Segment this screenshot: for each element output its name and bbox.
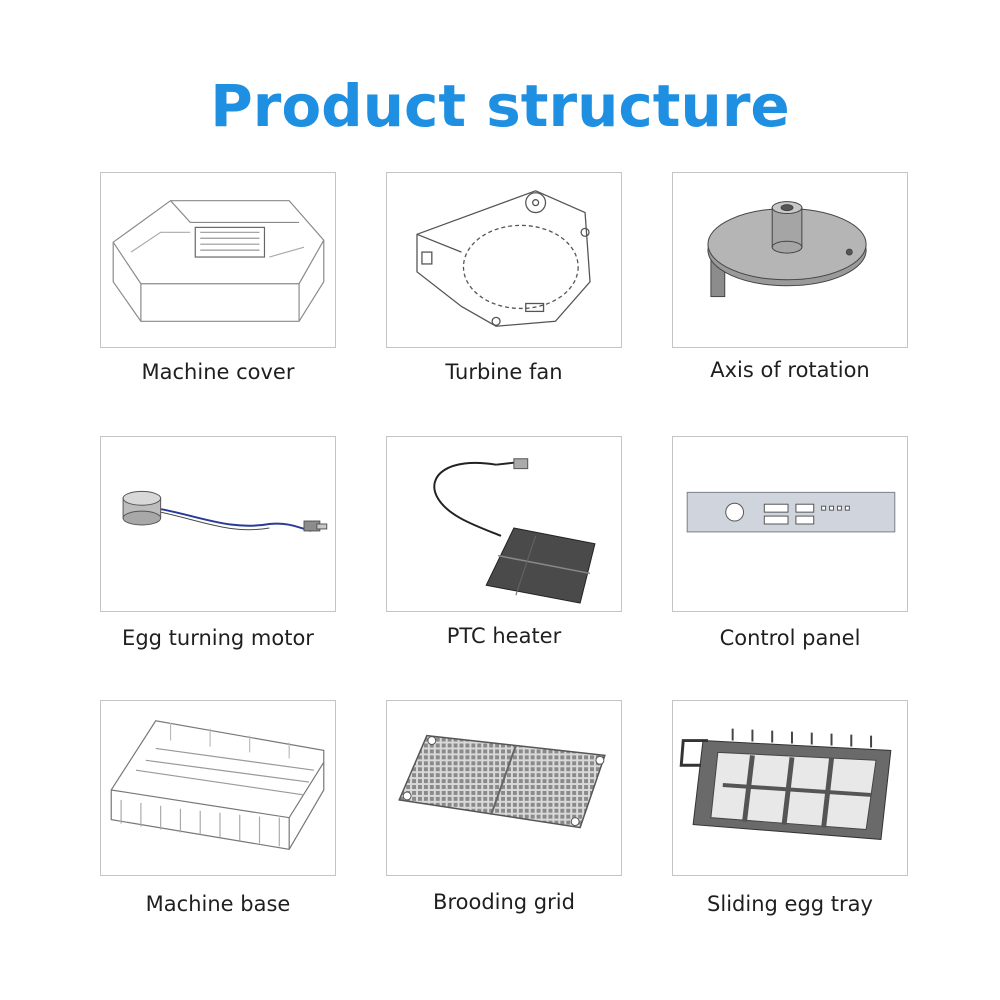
turbine-fan-icon xyxy=(416,190,591,327)
part-label: PTC heater xyxy=(446,624,562,648)
egg-turning-motor-icon xyxy=(122,490,328,532)
control-panel-icon xyxy=(686,491,896,533)
part-label: Axis of rotation xyxy=(710,358,870,382)
part-label: Brooding grid xyxy=(433,890,575,914)
part-card-egg-turning-motor xyxy=(100,436,336,612)
machine-cover-icon xyxy=(112,200,325,322)
part-card-sliding-egg-tray xyxy=(672,700,908,876)
part-card-brooding-grid xyxy=(386,700,622,876)
part-label: Turbine fan xyxy=(445,360,563,384)
part-card-machine-base xyxy=(100,700,336,876)
part-label: Machine cover xyxy=(141,360,295,384)
ptc-heater-icon xyxy=(433,458,596,604)
part-card-turbine-fan xyxy=(386,172,622,348)
page-title: Product structure xyxy=(210,72,790,140)
part-label: Machine base xyxy=(145,892,291,916)
machine-base-icon xyxy=(110,720,325,850)
brooding-grid-icon xyxy=(398,734,606,829)
part-label: Egg turning motor xyxy=(122,626,314,650)
part-label: Control panel xyxy=(719,626,861,650)
sliding-egg-tray-icon xyxy=(679,728,892,840)
part-card-axis-of-rotation xyxy=(672,172,908,348)
part-card-control-panel xyxy=(672,436,908,612)
part-card-machine-cover xyxy=(100,172,336,348)
axis-of-rotation-icon xyxy=(707,201,867,298)
part-card-ptc-heater xyxy=(386,436,622,612)
part-label: Sliding egg tray xyxy=(707,892,873,916)
